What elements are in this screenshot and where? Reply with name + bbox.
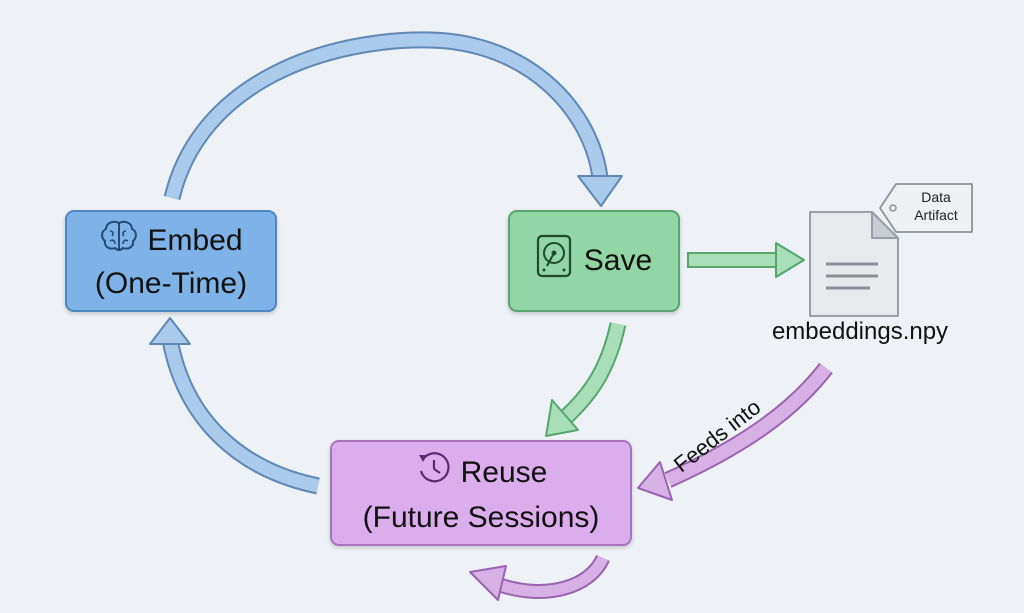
history-icon <box>415 449 453 498</box>
data-artifact-tag: Data Artifact <box>896 188 976 224</box>
arrow-embed-to-save <box>163 31 623 207</box>
tag-icon <box>879 183 973 233</box>
file-name-label: embeddings.npy <box>771 318 949 345</box>
arrow-reuse-to-embed <box>149 317 320 495</box>
arrow-reuse-self-loop <box>469 554 610 601</box>
arrow-file-to-reuse <box>637 362 833 501</box>
save-title: Save <box>583 244 653 277</box>
hard-drive-icon <box>536 234 572 289</box>
brain-icon <box>99 219 139 264</box>
reuse-node[interactable]: Reuse (Future Sessions) <box>330 440 632 546</box>
arrow-save-to-file <box>687 242 805 278</box>
save-node[interactable]: Save <box>508 210 680 312</box>
document-icon <box>809 211 899 317</box>
embed-subtitle: (One-Time) <box>94 266 248 300</box>
embed-title: Embed <box>147 224 243 257</box>
reuse-subtitle: (Future Sessions) <box>362 500 600 534</box>
tag-line-1: Data <box>921 189 951 205</box>
embed-node[interactable]: Embed (One-Time) <box>65 210 277 312</box>
reuse-title: Reuse <box>460 456 548 489</box>
tag-line-2: Artifact <box>914 207 958 223</box>
arrow-save-to-reuse <box>545 322 627 437</box>
